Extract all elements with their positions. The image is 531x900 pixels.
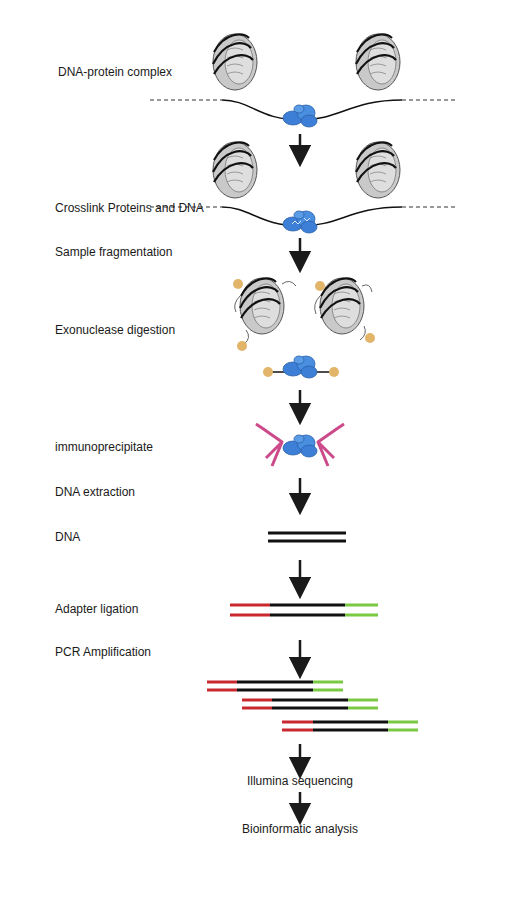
step-label: PCR Amplification xyxy=(55,645,151,659)
step-arrow xyxy=(299,560,302,588)
nucleosome xyxy=(356,142,400,198)
dna-dashed xyxy=(150,99,458,100)
step-arrow xyxy=(299,744,302,768)
ip-stage xyxy=(256,424,344,466)
step-label: Adapter ligation xyxy=(55,602,138,616)
exonuclease xyxy=(365,333,375,343)
exonuclease xyxy=(329,367,339,377)
step-arrow xyxy=(299,238,302,262)
step-label: Crosslink Proteins and DNA xyxy=(55,201,204,215)
step-label: DNA extraction xyxy=(55,485,135,499)
complex-stage-2 xyxy=(150,142,458,233)
step-label: immunoprecipitate xyxy=(55,440,153,454)
nucleosome xyxy=(320,278,364,334)
final-step-label: Illumina sequencing xyxy=(247,774,353,788)
step-label: DNA-protein complex xyxy=(58,65,172,79)
exonuclease xyxy=(315,281,325,291)
step-arrow xyxy=(299,134,302,156)
step-label: Exonuclease digestion xyxy=(55,323,175,337)
step-label: Sample fragmentation xyxy=(55,245,172,259)
nucleosome xyxy=(213,34,257,90)
crosslink-mark xyxy=(292,218,310,224)
dna-duplex xyxy=(268,533,346,541)
nucleosome xyxy=(356,34,400,90)
pcr-products xyxy=(207,682,418,730)
antibody xyxy=(318,424,344,466)
step-arrow xyxy=(299,640,302,668)
dna-tail xyxy=(235,281,372,344)
exonuclease xyxy=(237,341,247,351)
exonuclease xyxy=(263,367,273,377)
exonuclease xyxy=(233,279,243,289)
protein xyxy=(283,211,317,233)
protein xyxy=(283,105,317,127)
step-label: DNA xyxy=(55,530,80,544)
nucleosome xyxy=(213,142,257,198)
nucleosome xyxy=(240,278,284,334)
digestion-stage xyxy=(233,278,375,378)
step-arrow xyxy=(299,478,302,504)
protein xyxy=(283,435,317,457)
ligated-fragment xyxy=(230,605,378,615)
protein xyxy=(283,356,317,378)
complex-stage-1 xyxy=(150,34,458,127)
step-arrow xyxy=(299,792,302,814)
antibody xyxy=(256,424,282,466)
final-step-label: Bioinformatic analysis xyxy=(242,822,358,836)
step-arrow xyxy=(299,390,302,414)
